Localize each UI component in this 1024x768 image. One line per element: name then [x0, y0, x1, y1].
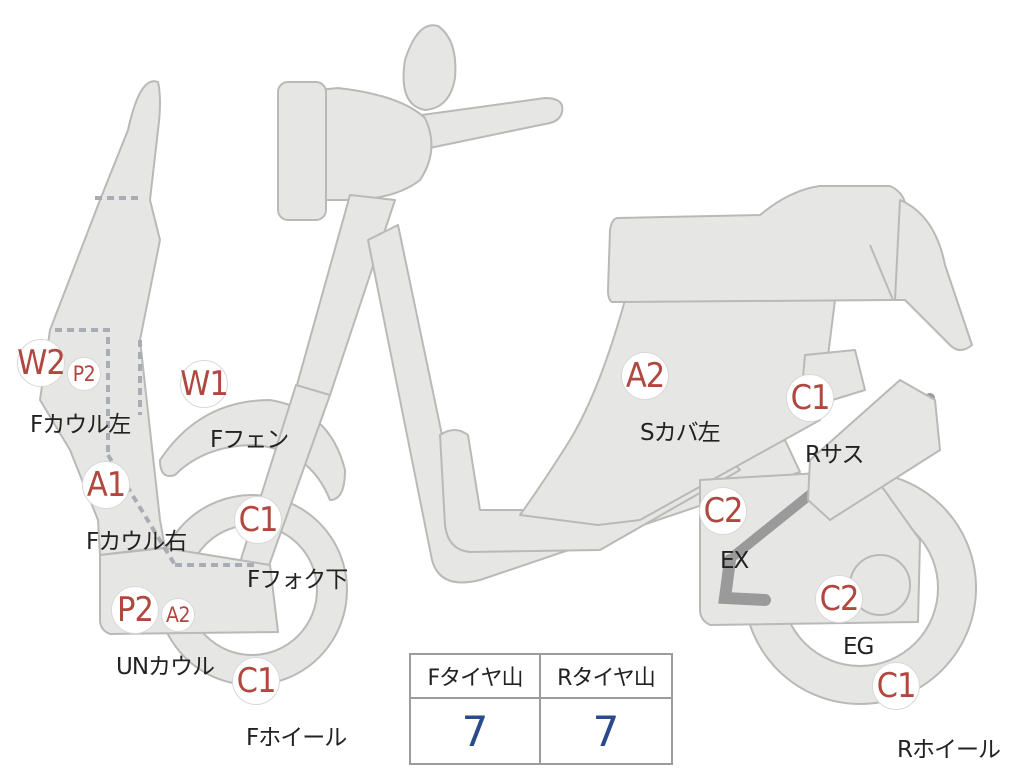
- air-box: [807, 379, 941, 521]
- code-badge-f-cowl-left-2: P2: [67, 357, 101, 391]
- code-badge-f-fender: W1: [180, 360, 229, 408]
- part-label-f-cowl-right: Fカウル右: [86, 529, 187, 555]
- part-label-exhaust: EX: [720, 548, 749, 574]
- mirror: [402, 24, 457, 111]
- code-badge-f-wheel: C1: [232, 657, 280, 705]
- code-badge-r-suspension: C1: [786, 374, 834, 422]
- value-rear-tire-tread: 7: [592, 706, 620, 756]
- part-label-s-cover-left: Sカバ左: [640, 420, 721, 446]
- code-badge-exhaust: C2: [699, 487, 747, 535]
- code-badge-s-cover-left: A2: [621, 352, 669, 400]
- exhaust-pipe: [718, 554, 771, 606]
- code-badge-f-cowl-right: A1: [82, 461, 130, 509]
- code-badge-f-cowl-left-1: W2: [17, 339, 66, 387]
- part-label-f-cowl-left: Fカウル左: [30, 412, 131, 438]
- header-front-tire-tread: Fタイヤ山: [411, 655, 541, 699]
- code-badge-un-cowl-2: A2: [161, 598, 195, 632]
- code-badge-engine: C2: [815, 575, 863, 623]
- handlebar: [399, 97, 564, 151]
- part-label-engine: EG: [843, 634, 874, 660]
- code-badge-f-fork-lower: C1: [234, 496, 282, 544]
- part-label-r-suspension: Rサス: [805, 442, 865, 468]
- tire-tread-table: Fタイヤ山 Rタイヤ山 7 7: [409, 653, 673, 765]
- part-label-f-fork-lower: Fフォク下: [247, 567, 348, 593]
- part-label-r-wheel: Rホイール: [897, 737, 1001, 763]
- value-front-tire-tread: 7: [411, 699, 541, 763]
- seat: [607, 185, 907, 303]
- code-badge-un-cowl-1: P2: [111, 586, 159, 634]
- part-label-f-wheel: Fホイール: [246, 725, 347, 751]
- part-label-f-fender: Fフェン: [210, 427, 289, 453]
- tail-cowl: [894, 199, 973, 351]
- header-rear-tire-tread: Rタイヤ山: [541, 655, 671, 699]
- code-badge-r-wheel: C1: [872, 662, 920, 710]
- headlight: [277, 81, 327, 221]
- part-label-un-cowl: UNカウル: [116, 654, 215, 680]
- side-cover: [519, 299, 836, 526]
